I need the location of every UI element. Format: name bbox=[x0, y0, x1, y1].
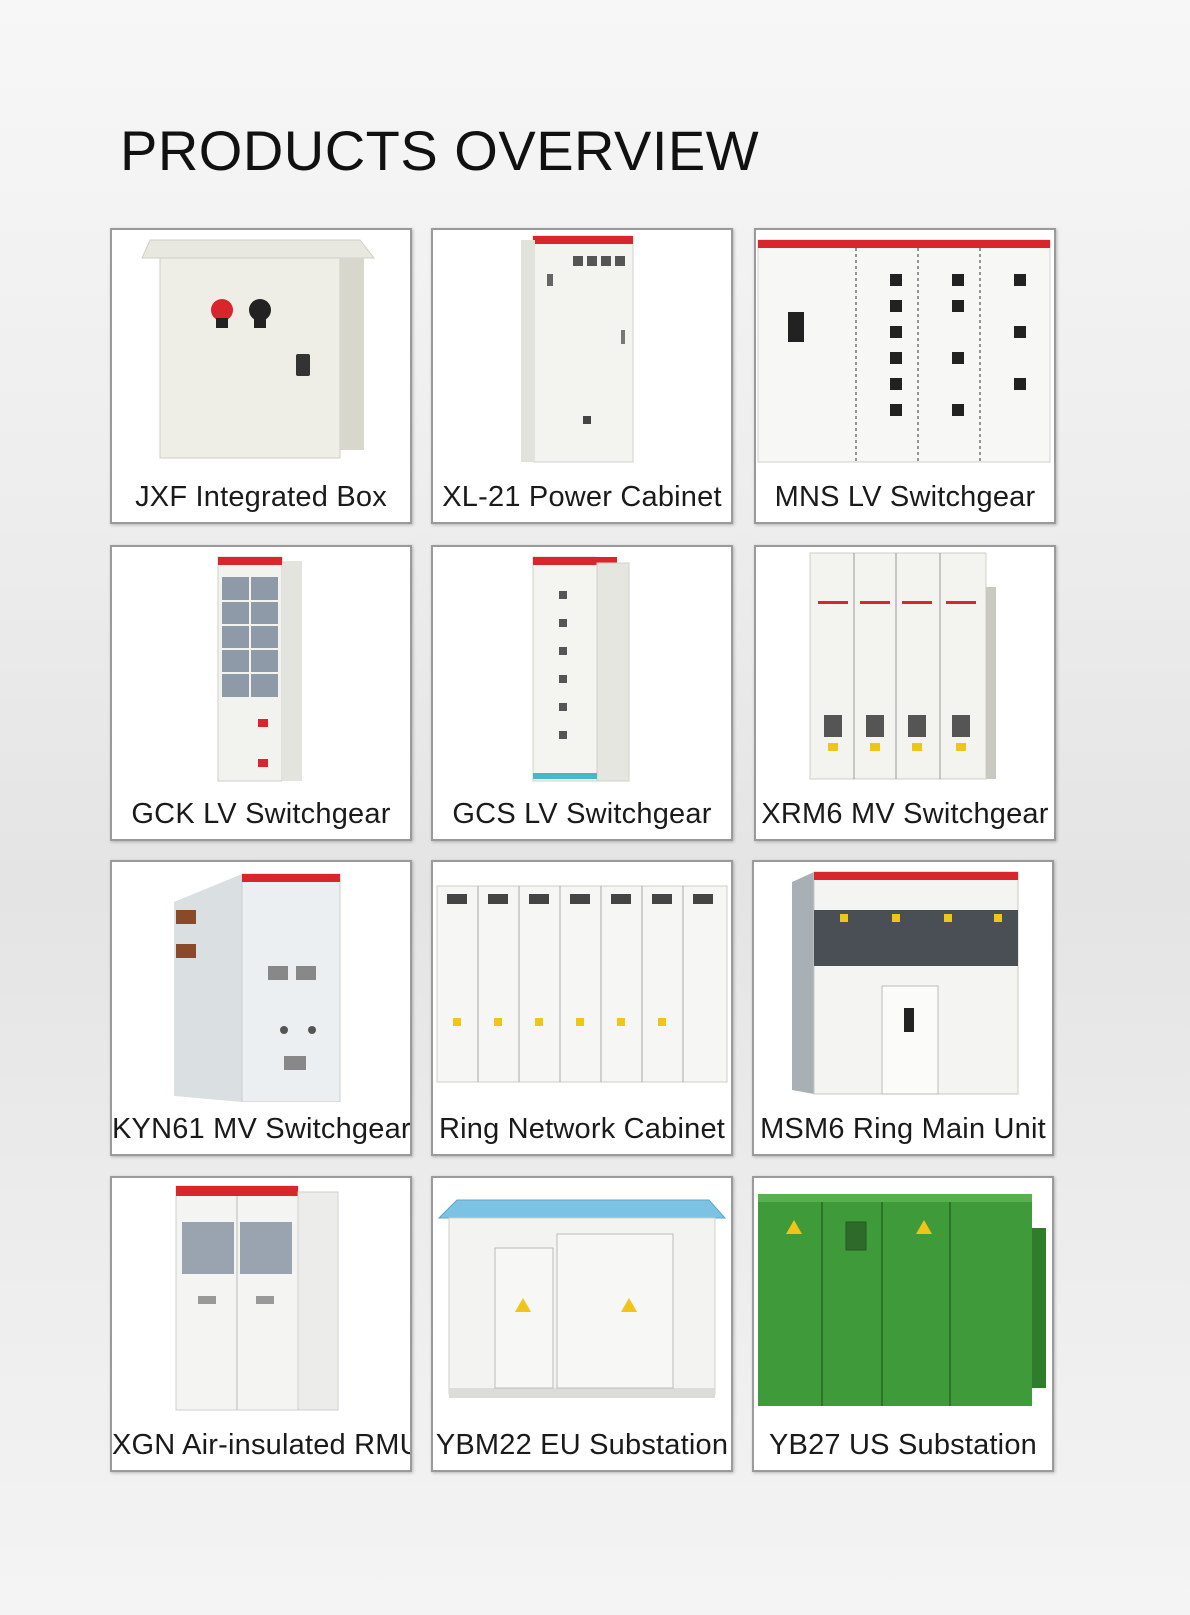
product-label: XGN Air-insulated RMU bbox=[112, 1429, 412, 1461]
product-card-xl21[interactable]: XL-21 Power Cabinet bbox=[431, 228, 733, 524]
product-card-ring-network[interactable]: Ring Network Cabinet bbox=[431, 860, 733, 1156]
product-card-xrm6[interactable]: XRM6 MV Switchgear bbox=[754, 545, 1056, 841]
product-label: KYN61 MV Switchgear bbox=[112, 1113, 411, 1145]
product-card-jxf[interactable]: JXF Integrated Box bbox=[110, 228, 412, 524]
product-card-yb27[interactable]: YB27 US Substation bbox=[752, 1176, 1054, 1472]
ring-network-cabinet-image bbox=[436, 885, 728, 1083]
product-label: MSM6 Ring Main Unit bbox=[760, 1113, 1046, 1145]
mns-lv-switchgear-image bbox=[757, 239, 1051, 463]
product-card-ybm22[interactable]: YBM22 EU Substation bbox=[431, 1176, 733, 1472]
gcs-lv-switchgear-image bbox=[532, 556, 630, 782]
product-label: JXF Integrated Box bbox=[135, 481, 387, 513]
product-card-xgn[interactable]: XGN Air-insulated RMU bbox=[110, 1176, 412, 1472]
xgn-air-insulated-rmu-image bbox=[175, 1185, 339, 1411]
product-card-gcs[interactable]: GCS LV Switchgear bbox=[431, 545, 733, 841]
product-label: YB27 US Substation bbox=[769, 1429, 1037, 1461]
jxf-integrated-box-image bbox=[141, 239, 376, 459]
product-card-mns[interactable]: MNS LV Switchgear bbox=[754, 228, 1056, 524]
xl21-power-cabinet-image bbox=[521, 235, 634, 463]
product-label: YBM22 EU Substation bbox=[435, 1429, 729, 1461]
yb27-us-substation-image bbox=[758, 1194, 1046, 1406]
product-card-kyn61[interactable]: KYN61 MV Switchgear bbox=[110, 860, 412, 1156]
product-card-gck[interactable]: GCK LV Switchgear bbox=[110, 545, 412, 841]
ybm22-eu-substation-image bbox=[437, 1199, 727, 1398]
msm6-ring-main-unit-image bbox=[792, 871, 1019, 1095]
product-label: XL-21 Power Cabinet bbox=[442, 481, 722, 513]
product-label: GCS LV Switchgear bbox=[452, 798, 712, 830]
xrm6-mv-switchgear-image bbox=[809, 552, 996, 780]
product-label: Ring Network Cabinet bbox=[438, 1113, 726, 1145]
kyn61-mv-switchgear-image bbox=[174, 873, 341, 1102]
gck-lv-switchgear-image bbox=[217, 556, 302, 782]
product-label: XRM6 MV Switchgear bbox=[761, 798, 1049, 830]
product-card-msm6[interactable]: MSM6 Ring Main Unit bbox=[752, 860, 1054, 1156]
product-label: MNS LV Switchgear bbox=[774, 481, 1036, 513]
product-label: GCK LV Switchgear bbox=[131, 798, 391, 830]
page-title: PRODUCTS OVERVIEW bbox=[120, 119, 760, 182]
